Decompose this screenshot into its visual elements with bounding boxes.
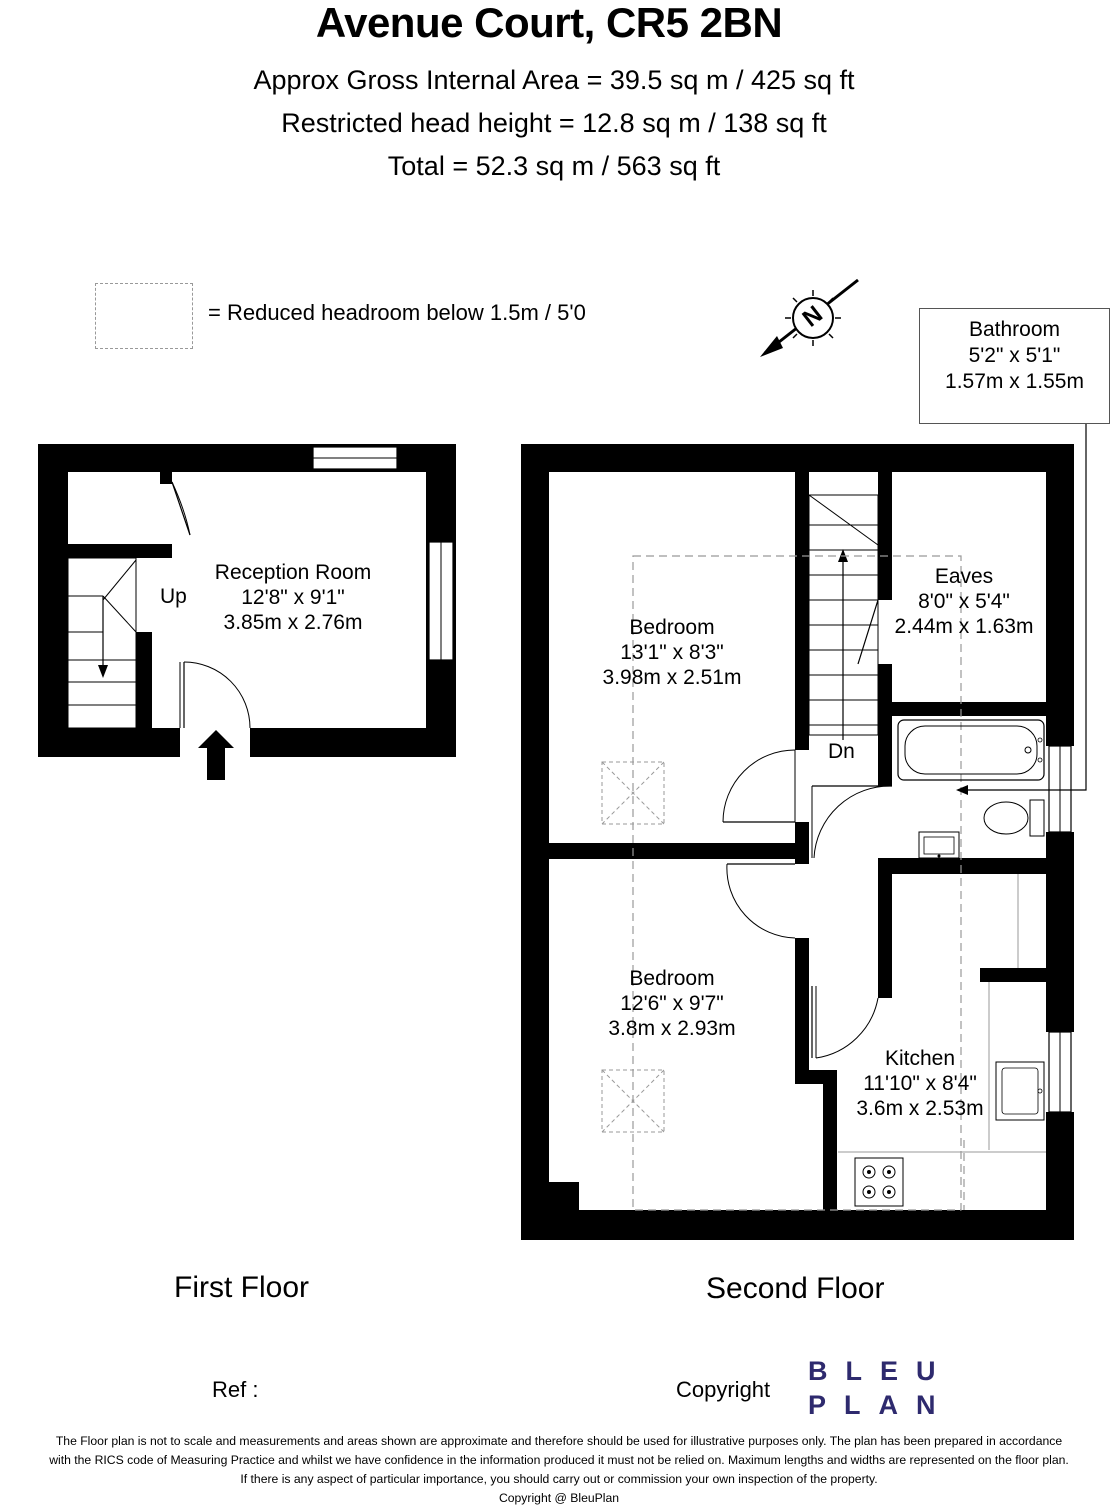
second-floor-label: Second Floor <box>706 1272 885 1305</box>
eaves-metric: 2.44m x 1.63m <box>894 615 1034 638</box>
disclaimer-line-4: Copyright @ BleuPlan <box>498 1491 620 1505</box>
page-title: Avenue Court, CR5 2BN <box>315 0 783 46</box>
bedroom1-imperial: 13'1" x 8'3" <box>620 641 724 664</box>
bathroom-imperial: 5'2" x 5'1" <box>968 344 1061 367</box>
bathroom-callout: Bathroom 5'2" x 5'1" 1.57m x 1.55m <box>919 308 1110 424</box>
first-floor-label: First Floor <box>174 1271 309 1304</box>
stairs-up-label: Up <box>160 585 187 608</box>
bedroom1-label: Bedroom 13'1" x 8'3" 3.98m x 2.51m <box>572 615 772 690</box>
restricted-area-text: Restricted head height = 12.8 sq m / 138… <box>281 108 827 138</box>
total-area-text: Total = 52.3 sq m / 563 sq ft <box>387 151 721 181</box>
legend-text: = Reduced headroom below 1.5m / 5'0 <box>208 300 586 325</box>
bedroom1-name: Bedroom <box>629 616 715 639</box>
copyright-label: Copyright <box>676 1377 771 1402</box>
kitchen-metric: 3.6m x 2.53m <box>856 1097 984 1120</box>
eaves-label: Eaves 8'0" x 5'4" 2.44m x 1.63m <box>882 564 1046 639</box>
second-floor-plan <box>521 424 1087 1240</box>
stairs-down-label: Dn <box>828 740 855 763</box>
ref-label: Ref : <box>212 1377 259 1402</box>
bedroom2-metric: 3.8m x 2.93m <box>608 1017 736 1040</box>
kitchen-name: Kitchen <box>884 1047 956 1070</box>
logo-line-2: PLAN <box>808 1390 954 1420</box>
disclaimer-line-3: If there is any aspect of particular imp… <box>240 1472 878 1486</box>
bathroom-name: Bathroom <box>968 318 1061 341</box>
first-floor-plan <box>38 444 456 780</box>
reception-room-label: Reception Room 12'8" x 9'1" 3.85m x 2.76… <box>193 560 393 635</box>
eaves-name: Eaves <box>934 565 994 588</box>
bedroom1-metric: 3.98m x 2.51m <box>602 666 742 689</box>
reception-metric: 3.85m x 2.76m <box>223 611 363 634</box>
kitchen-imperial: 11'10" x 8'4" <box>863 1072 977 1095</box>
compass-north-icon <box>760 278 859 357</box>
logo-line-1: BLEU <box>808 1356 954 1386</box>
disclaimer-line-1: The Floor plan is not to scale and measu… <box>55 1434 1063 1448</box>
reception-imperial: 12'8" x 9'1" <box>241 586 345 609</box>
kitchen-label: Kitchen 11'10" x 8'4" 3.6m x 2.53m <box>836 1046 1004 1121</box>
bathroom-metric: 1.57m x 1.55m <box>945 370 1084 393</box>
bedroom2-name: Bedroom <box>629 967 715 990</box>
gross-area-text: Approx Gross Internal Area = 39.5 sq m /… <box>253 65 855 95</box>
bedroom2-label: Bedroom 12'6" x 9'7" 3.8m x 2.93m <box>572 966 772 1041</box>
eaves-imperial: 8'0" x 5'4" <box>918 590 1010 613</box>
entrance-arrow-icon <box>198 730 234 780</box>
disclaimer-line-2: with the RICS code of Measuring Practice… <box>49 1453 1069 1467</box>
reduced-headroom-swatch <box>95 283 193 349</box>
bedroom2-imperial: 12'6" x 9'7" <box>620 992 724 1015</box>
reception-name: Reception Room <box>214 561 372 584</box>
